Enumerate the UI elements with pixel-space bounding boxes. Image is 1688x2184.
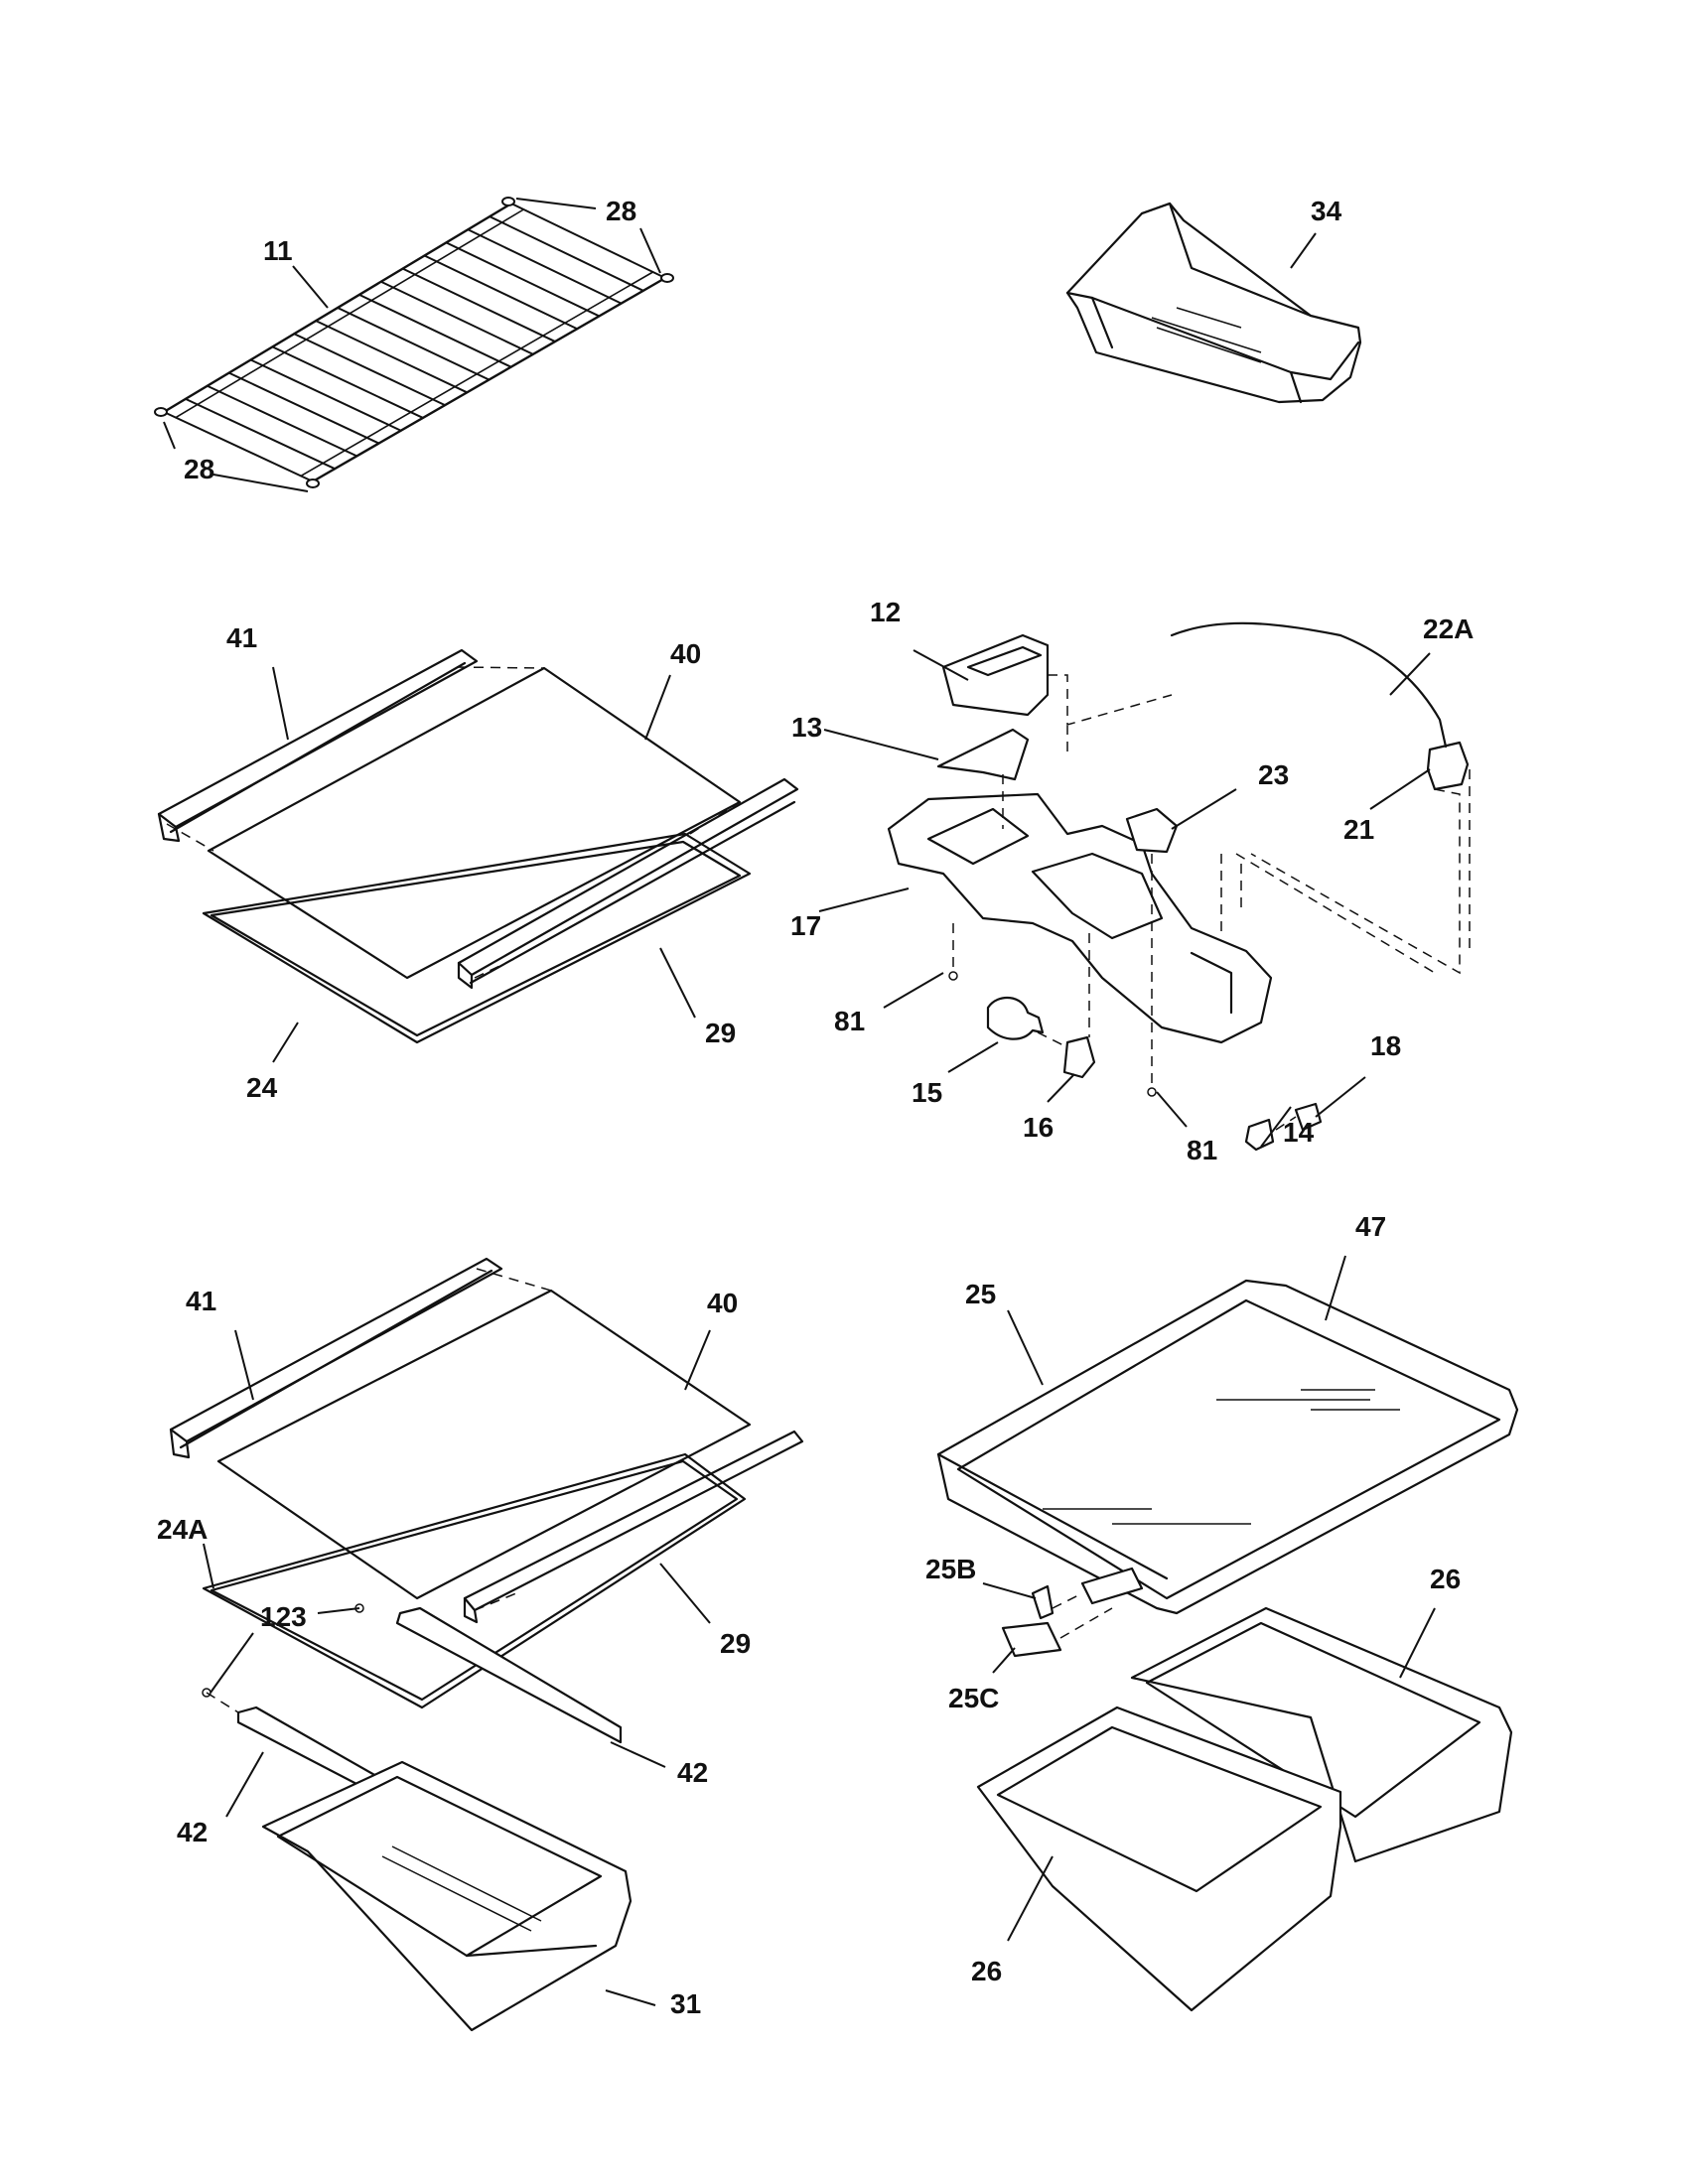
callout-26: 26	[971, 1956, 1002, 1986]
part-47-glass-cover	[936, 1279, 1519, 1615]
callout-40: 40	[670, 638, 701, 669]
callout-25: 25	[965, 1279, 996, 1309]
crisper-assembly	[936, 1279, 1519, 2012]
callout-28: 28	[184, 454, 214, 484]
part-25b-clip	[1031, 1584, 1055, 1620]
callout-24: 24	[246, 1072, 278, 1103]
part-16-socket	[1062, 1035, 1096, 1079]
callout-12: 12	[870, 597, 901, 627]
end-cap-part-28	[306, 478, 320, 488]
callout-41: 41	[186, 1286, 216, 1316]
callout-42: 42	[677, 1757, 708, 1788]
wire-shelf-part-11	[154, 197, 674, 488]
part-26-bin-front	[976, 1706, 1342, 2012]
leader-lines	[163, 198, 1436, 2006]
part-42-slide-right	[395, 1606, 623, 1744]
part-25-frame-slot	[1080, 1567, 1144, 1605]
callout-22a: 22A	[1423, 614, 1474, 644]
callout-17: 17	[790, 910, 821, 941]
ice-bin-part-34	[1065, 202, 1362, 404]
callout-42: 42	[177, 1817, 208, 1847]
part-12-cover	[941, 633, 1050, 717]
callout-25b: 25B	[925, 1554, 976, 1584]
callout-29: 29	[720, 1628, 751, 1659]
callout-15: 15	[912, 1077, 942, 1108]
callout-28: 28	[606, 196, 636, 226]
callout-labels: 28 11 28 34 41 40 29 24 12 22A 13 23 21 …	[157, 196, 1474, 2019]
part-15-bulb	[986, 997, 1045, 1040]
callout-13: 13	[791, 712, 822, 743]
part-21-control	[1426, 741, 1470, 791]
callout-47: 47	[1355, 1211, 1386, 1242]
callout-14: 14	[1283, 1117, 1315, 1148]
part-26-bin-rear	[1130, 1606, 1513, 1863]
part-13-deflector	[936, 728, 1030, 781]
part-23-switch	[1125, 807, 1179, 854]
callout-31: 31	[670, 1988, 701, 2019]
glass-shelf-assembly-top	[157, 648, 799, 1044]
end-cap-part-28	[501, 197, 515, 206]
end-cap-part-28	[154, 407, 168, 417]
callout-41: 41	[226, 622, 257, 653]
end-cap-part-28	[660, 273, 674, 283]
light-housing-assembly	[887, 621, 1471, 1152]
part-31-drawer	[261, 1760, 633, 2032]
part-22a-capillary	[1170, 621, 1448, 749]
callout-16: 16	[1023, 1112, 1054, 1143]
part-14-switch	[1244, 1118, 1275, 1152]
callout-11: 11	[263, 235, 293, 266]
callout-24a: 24A	[157, 1514, 208, 1545]
part-18-knob	[1294, 1102, 1323, 1132]
callout-29: 29	[705, 1018, 736, 1048]
part-25c-clip	[1001, 1621, 1062, 1658]
callout-25c: 25C	[948, 1683, 999, 1713]
callout-123: 123	[260, 1601, 307, 1632]
callout-21: 21	[1343, 814, 1374, 845]
callout-81: 81	[834, 1006, 865, 1036]
glass-shelf-assembly-bottom	[169, 1257, 804, 2032]
callout-23: 23	[1258, 759, 1289, 790]
callout-18: 18	[1370, 1030, 1401, 1061]
callout-81: 81	[1187, 1135, 1217, 1165]
callout-34: 34	[1311, 196, 1342, 226]
callout-40: 40	[707, 1288, 738, 1318]
callout-26: 26	[1430, 1564, 1461, 1594]
